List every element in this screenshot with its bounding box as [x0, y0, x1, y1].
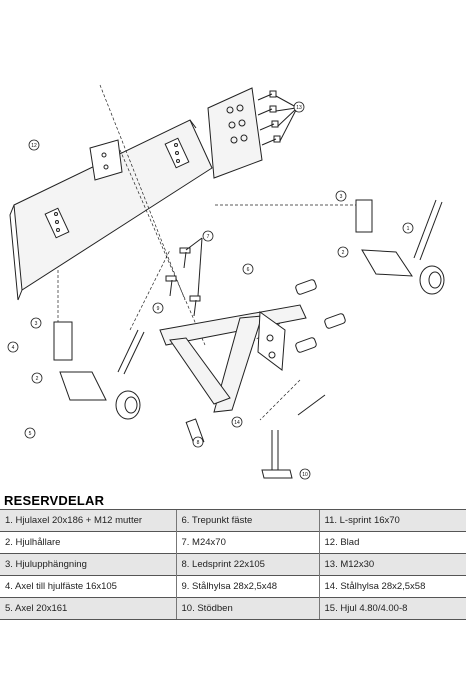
- part-2: 2. Hjulhållare: [0, 531, 176, 554]
- part-1: 1. Hjulaxel 20x186 + M12 mutter: [0, 509, 176, 532]
- wheel-right: [361, 249, 445, 295]
- part-9: 9. Stålhylsa 28x2,5x48: [175, 575, 319, 598]
- part-13: 13. M12x30: [318, 553, 466, 576]
- callout-3: 3: [340, 194, 343, 200]
- callouts: [7, 101, 414, 480]
- table-row: 1. Hjulaxel 20x186 + M12 mutter 6. Trepu…: [0, 509, 466, 532]
- table-row: 5. Axel 20x161 10. Stödben 15. Hjul 4.80…: [0, 597, 466, 620]
- part-6: 6. Trepunkt fäste: [175, 509, 319, 532]
- part-14: 14. Stålhylsa 28x2,5x58: [318, 575, 466, 598]
- callout-12: 12: [31, 143, 37, 149]
- exploded-view-diagram: 12 13 6 7 3 1 2 3 4 2 5 8 14 10 9: [7, 84, 445, 480]
- part-7: 7. M24x70: [175, 531, 319, 554]
- three-point-hitch: [159, 304, 307, 413]
- part-5: 5. Axel 20x161: [0, 597, 176, 620]
- axles: [117, 199, 443, 479]
- callout-2: 2: [342, 250, 345, 256]
- callout-14: 14: [234, 420, 240, 426]
- part-15: 15. Hjul 4.80/4.00-8: [318, 597, 466, 620]
- blade: [9, 119, 213, 301]
- callout-1: 1: [407, 226, 410, 232]
- bolts-m24: [165, 237, 203, 317]
- callout-6: 6: [247, 267, 250, 273]
- parts-list-title: RESERVDELAR: [4, 493, 105, 508]
- wheel-left: [59, 371, 141, 420]
- callout-5: 5: [29, 431, 32, 437]
- callout-2b: 2: [36, 376, 39, 382]
- part-10: 10. Stödben: [175, 597, 319, 620]
- part-8: 8. Ledsprint 22x105: [175, 553, 319, 576]
- callout-8: 8: [197, 440, 200, 446]
- table-row: 2. Hjulhållare 7. M24x70 12. Blad: [0, 531, 466, 554]
- part-4: 4. Axel till hjulfäste 16x105: [0, 575, 176, 598]
- bolts-m12: [257, 90, 297, 146]
- table-row: 4. Axel till hjulfäste 16x105 9. Stålhyl…: [0, 575, 466, 598]
- wheel-hangers: [53, 199, 373, 361]
- blade-end-plate: [207, 87, 263, 179]
- pins-sleeves: [185, 279, 346, 446]
- callout-10: 10: [302, 472, 308, 478]
- callout-3b: 3: [35, 321, 38, 327]
- table-row: 3. Hjulupphängning 8. Ledsprint 22x105 1…: [0, 553, 466, 576]
- callout-7: 7: [207, 234, 210, 240]
- part-12: 12. Blad: [318, 531, 466, 554]
- callout-9: 9: [157, 306, 160, 312]
- part-3: 3. Hjulupphängning: [0, 553, 176, 576]
- parts-list-table: 1. Hjulaxel 20x186 + M12 mutter 6. Trepu…: [0, 509, 466, 620]
- part-11: 11. L-sprint 16x70: [318, 509, 466, 532]
- callout-13: 13: [296, 105, 302, 111]
- callout-4: 4: [12, 345, 15, 351]
